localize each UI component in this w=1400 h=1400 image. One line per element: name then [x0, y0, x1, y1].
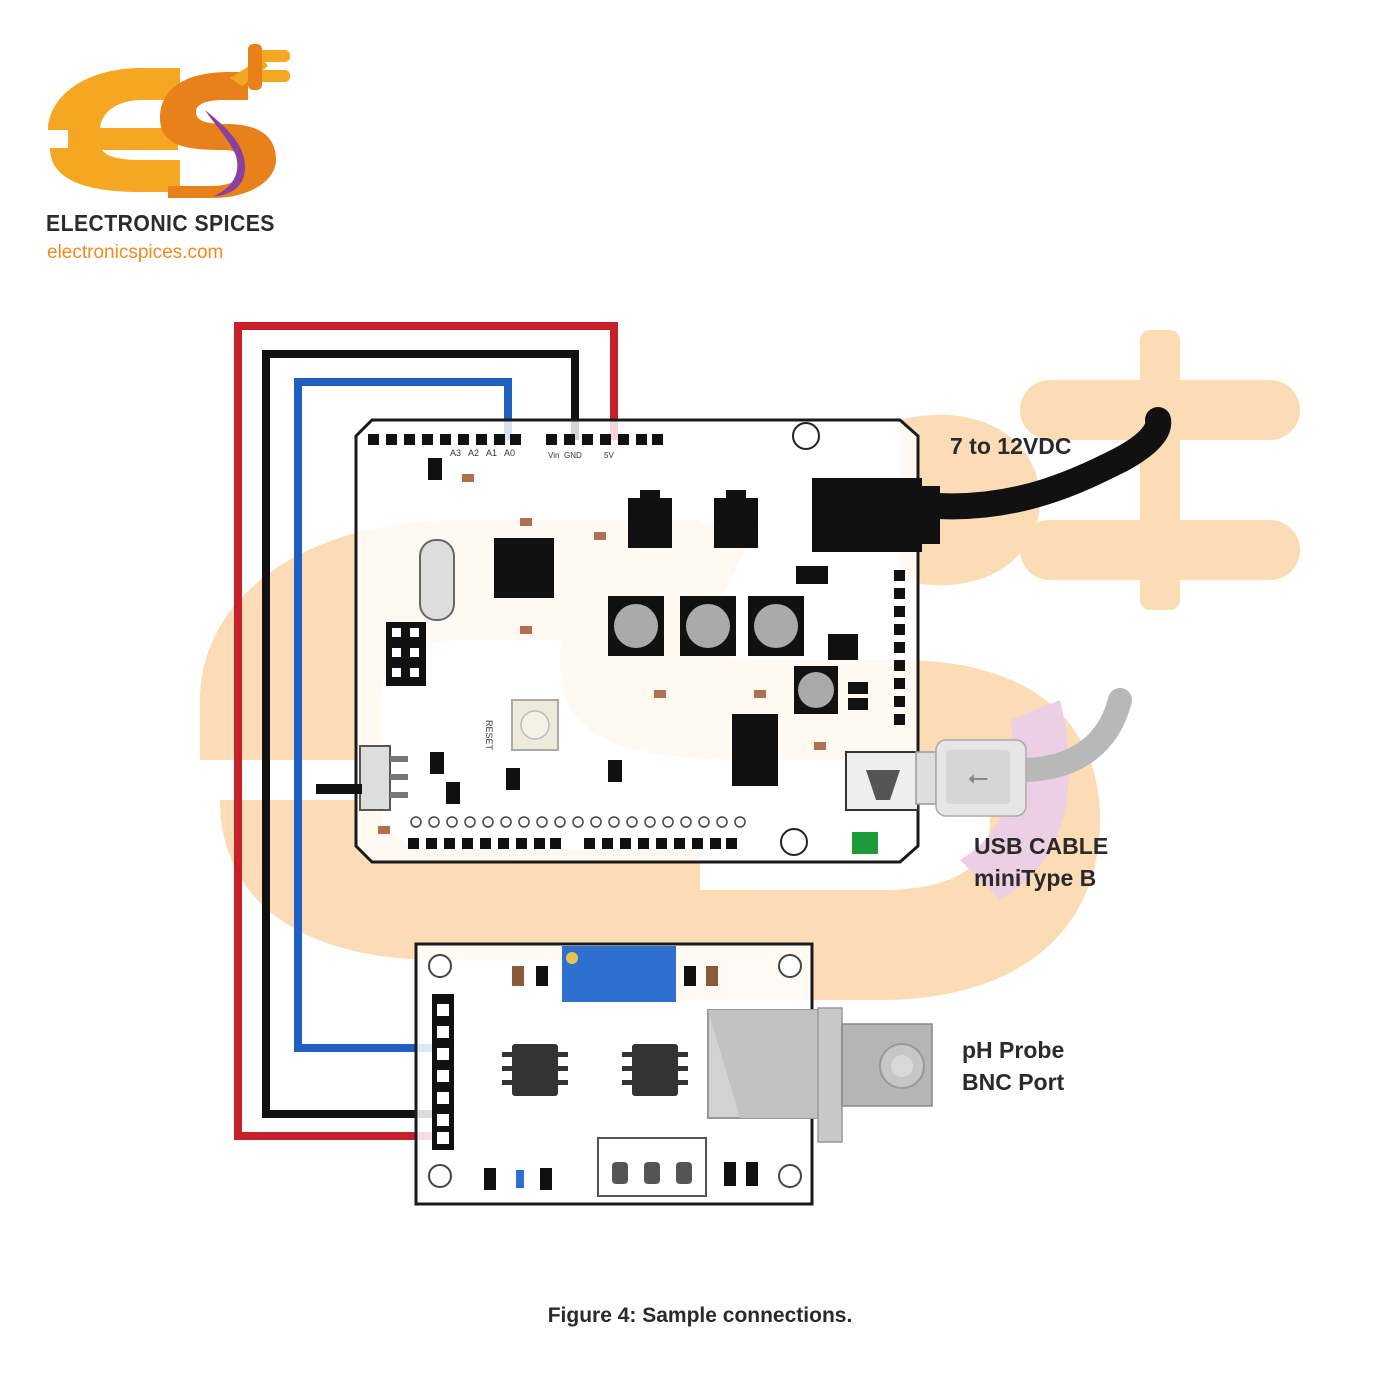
via-holes: [410, 816, 746, 828]
ph-interface-board: [414, 942, 933, 1206]
silk-a2: A2: [468, 448, 479, 458]
controller-board: RESET A0 A1 A2 A3 GND 5V Vin: [316, 418, 922, 864]
microcontroller-chip: [494, 538, 554, 598]
ph-probe-label: pH Probe BNC Port: [962, 1034, 1064, 1098]
regulator: [628, 498, 672, 548]
capacitors: [608, 596, 838, 714]
usb-label: USB CABLE miniType B: [974, 830, 1108, 894]
silk-reset: RESET: [484, 720, 494, 751]
brand-url: electronicspices.com: [47, 242, 224, 263]
top-header-analog: [368, 434, 521, 445]
silk-gnd: GND: [564, 451, 582, 460]
mount-hole: [778, 1164, 802, 1188]
silk-a0: A0: [504, 448, 515, 458]
blue-wire: [294, 378, 512, 1052]
red-wire: [234, 322, 618, 1140]
bottom-header: [408, 838, 737, 849]
top-header-power: [546, 434, 663, 445]
green-led: [852, 832, 878, 854]
mount-hole: [428, 1164, 452, 1188]
silk-a1: A1: [486, 448, 497, 458]
op-amp-chips: [512, 1044, 678, 1096]
power-label-text: 7 to 12VDC: [950, 433, 1072, 459]
silk-5v: 5V: [604, 451, 614, 460]
right-header: [894, 570, 905, 725]
usb-cable: ⭠: [915, 688, 1132, 817]
figure-caption: Figure 4: Sample connections.: [547, 1304, 853, 1327]
power-label: 7 to 12VDC: [950, 430, 1071, 462]
bnc-connector: [707, 1007, 933, 1143]
power-cable: [920, 407, 1172, 544]
brand-logo: [48, 44, 290, 198]
dc-jack: [812, 478, 922, 552]
ph-label-line2: BNC Port: [962, 1069, 1065, 1095]
black-wire: [262, 350, 579, 1118]
wires: [234, 322, 618, 1140]
usb-symbol-icon: ⭠: [968, 763, 989, 793]
brand-name: ELECTRONIC SPICES: [46, 210, 275, 236]
usb-label-line2: miniType B: [974, 865, 1097, 891]
mount-hole: [428, 954, 452, 978]
mount-hole: [778, 954, 802, 978]
ph-label-line1: pH Probe: [962, 1037, 1065, 1063]
silk-vin: Vin: [548, 451, 559, 460]
mount-hole: [792, 422, 820, 450]
mount-hole: [780, 828, 808, 856]
silk-a3: A3: [450, 448, 461, 458]
side-connector: [359, 745, 391, 811]
trim-potentiometer: [562, 946, 676, 1002]
usb-chip: [732, 714, 778, 786]
crystal: [419, 539, 455, 621]
usb-label-line1: USB CABLE: [974, 833, 1109, 859]
